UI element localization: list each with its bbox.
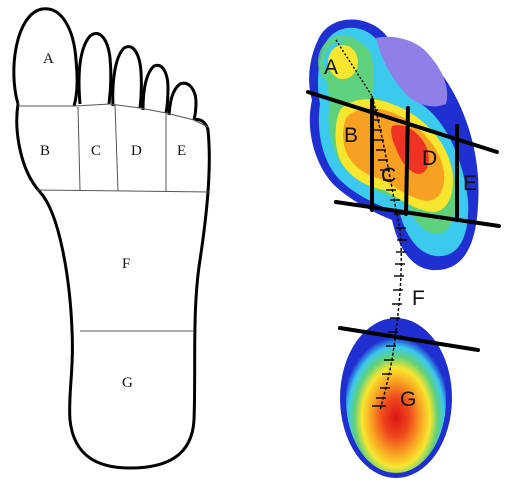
toe-2-outline — [79, 33, 111, 104]
outline-label-b: B — [40, 143, 50, 159]
toe-4-outline — [143, 65, 168, 113]
pressure-label-g: G — [400, 388, 416, 411]
pressure-label-f: F — [412, 287, 425, 310]
outline-foot — [14, 9, 209, 468]
outline-label-a: A — [43, 51, 54, 67]
pressure-label-d: D — [422, 147, 437, 170]
outline-label-g: G — [122, 375, 133, 391]
outline-label-d: D — [131, 143, 142, 159]
pressure-label-b: B — [344, 124, 358, 147]
toe-3-outline — [113, 47, 142, 108]
outline-label-f: F — [122, 256, 130, 272]
heel-pressure-gradient — [346, 327, 446, 473]
pressure-label-e: E — [463, 172, 477, 195]
outline-label-e: E — [177, 143, 186, 159]
pressure-label-c: C — [381, 164, 396, 187]
pressure-label-a: A — [324, 56, 338, 79]
line-c-d — [406, 108, 408, 214]
outline-label-c: C — [91, 143, 101, 159]
pressure-map — [309, 20, 478, 479]
